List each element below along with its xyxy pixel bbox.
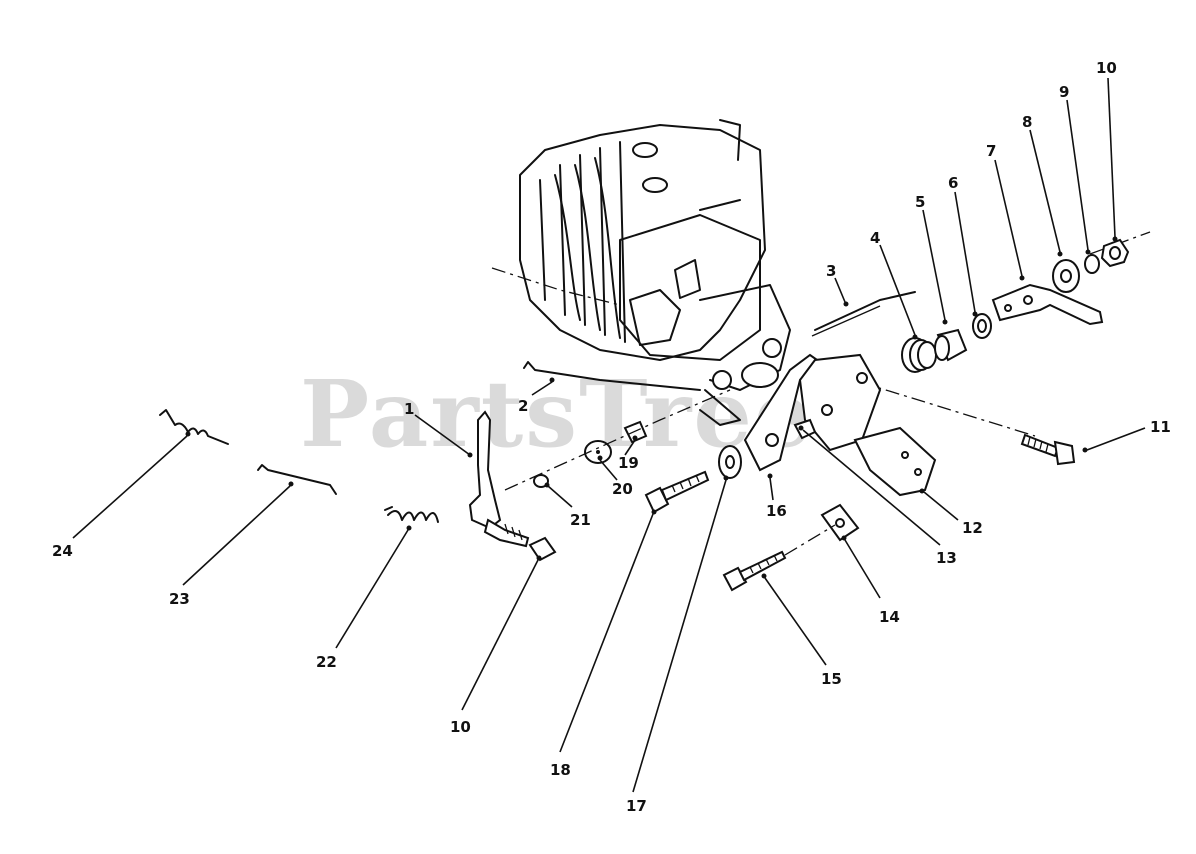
callout-1: 1	[404, 400, 414, 418]
callout-labels: 1 2 3 4 5 6 7 8 9 10 10 11 12 13 14 15 1…	[52, 59, 1171, 815]
callout-15: 15	[821, 670, 842, 688]
callout-9: 9	[1059, 83, 1069, 101]
spring-part-24	[159, 409, 229, 445]
governor-spring-part	[901, 337, 937, 373]
nut-part-10-lower	[528, 536, 557, 562]
link-rod-part-23	[257, 464, 337, 495]
screw-part-11	[1020, 433, 1076, 466]
callout-4: 4	[870, 229, 880, 247]
governor-bracket-part	[743, 353, 882, 472]
screw-part-15	[722, 550, 787, 592]
governor-lever-part	[991, 283, 1104, 326]
callout-24: 24	[52, 542, 73, 560]
callout-8: 8	[1022, 113, 1032, 131]
callout-13: 13	[936, 549, 957, 567]
clip-part-14	[820, 503, 860, 542]
bracket-plate-part-12	[853, 426, 937, 497]
engine-block	[519, 119, 791, 426]
callout-21: 21	[570, 511, 591, 529]
nut-part-10	[1100, 238, 1130, 268]
callout-19: 19	[618, 454, 639, 472]
callout-14: 14	[879, 608, 900, 626]
callout-22: 22	[316, 653, 337, 671]
callout-11: 11	[1150, 418, 1171, 436]
callout-3: 3	[826, 262, 836, 280]
wire-part-2	[523, 361, 701, 391]
leader-lines	[72, 77, 1146, 793]
callout-20: 20	[612, 480, 633, 498]
callout-6: 6	[948, 174, 958, 192]
bolt-part-18	[644, 470, 710, 514]
bushing-part	[934, 328, 968, 362]
lockwasher-part-9	[1084, 254, 1100, 274]
callout-23: 23	[169, 590, 190, 608]
callout-7: 7	[986, 142, 996, 160]
callout-2: 2	[518, 397, 528, 415]
callout-10-lower: 10	[450, 718, 471, 736]
nut-part-13	[793, 418, 817, 440]
callout-18: 18	[550, 761, 571, 779]
nut-part-19	[623, 420, 648, 444]
washer-part-21	[533, 474, 549, 488]
spring-part-22	[384, 506, 439, 523]
governor-rod-part	[811, 291, 916, 337]
throttle-lever-part-1	[468, 410, 530, 548]
callout-17: 17	[626, 797, 647, 815]
callout-10-upper: 10	[1096, 59, 1117, 77]
callout-16: 16	[766, 502, 787, 520]
callout-5: 5	[915, 193, 925, 211]
callout-12: 12	[962, 519, 983, 537]
